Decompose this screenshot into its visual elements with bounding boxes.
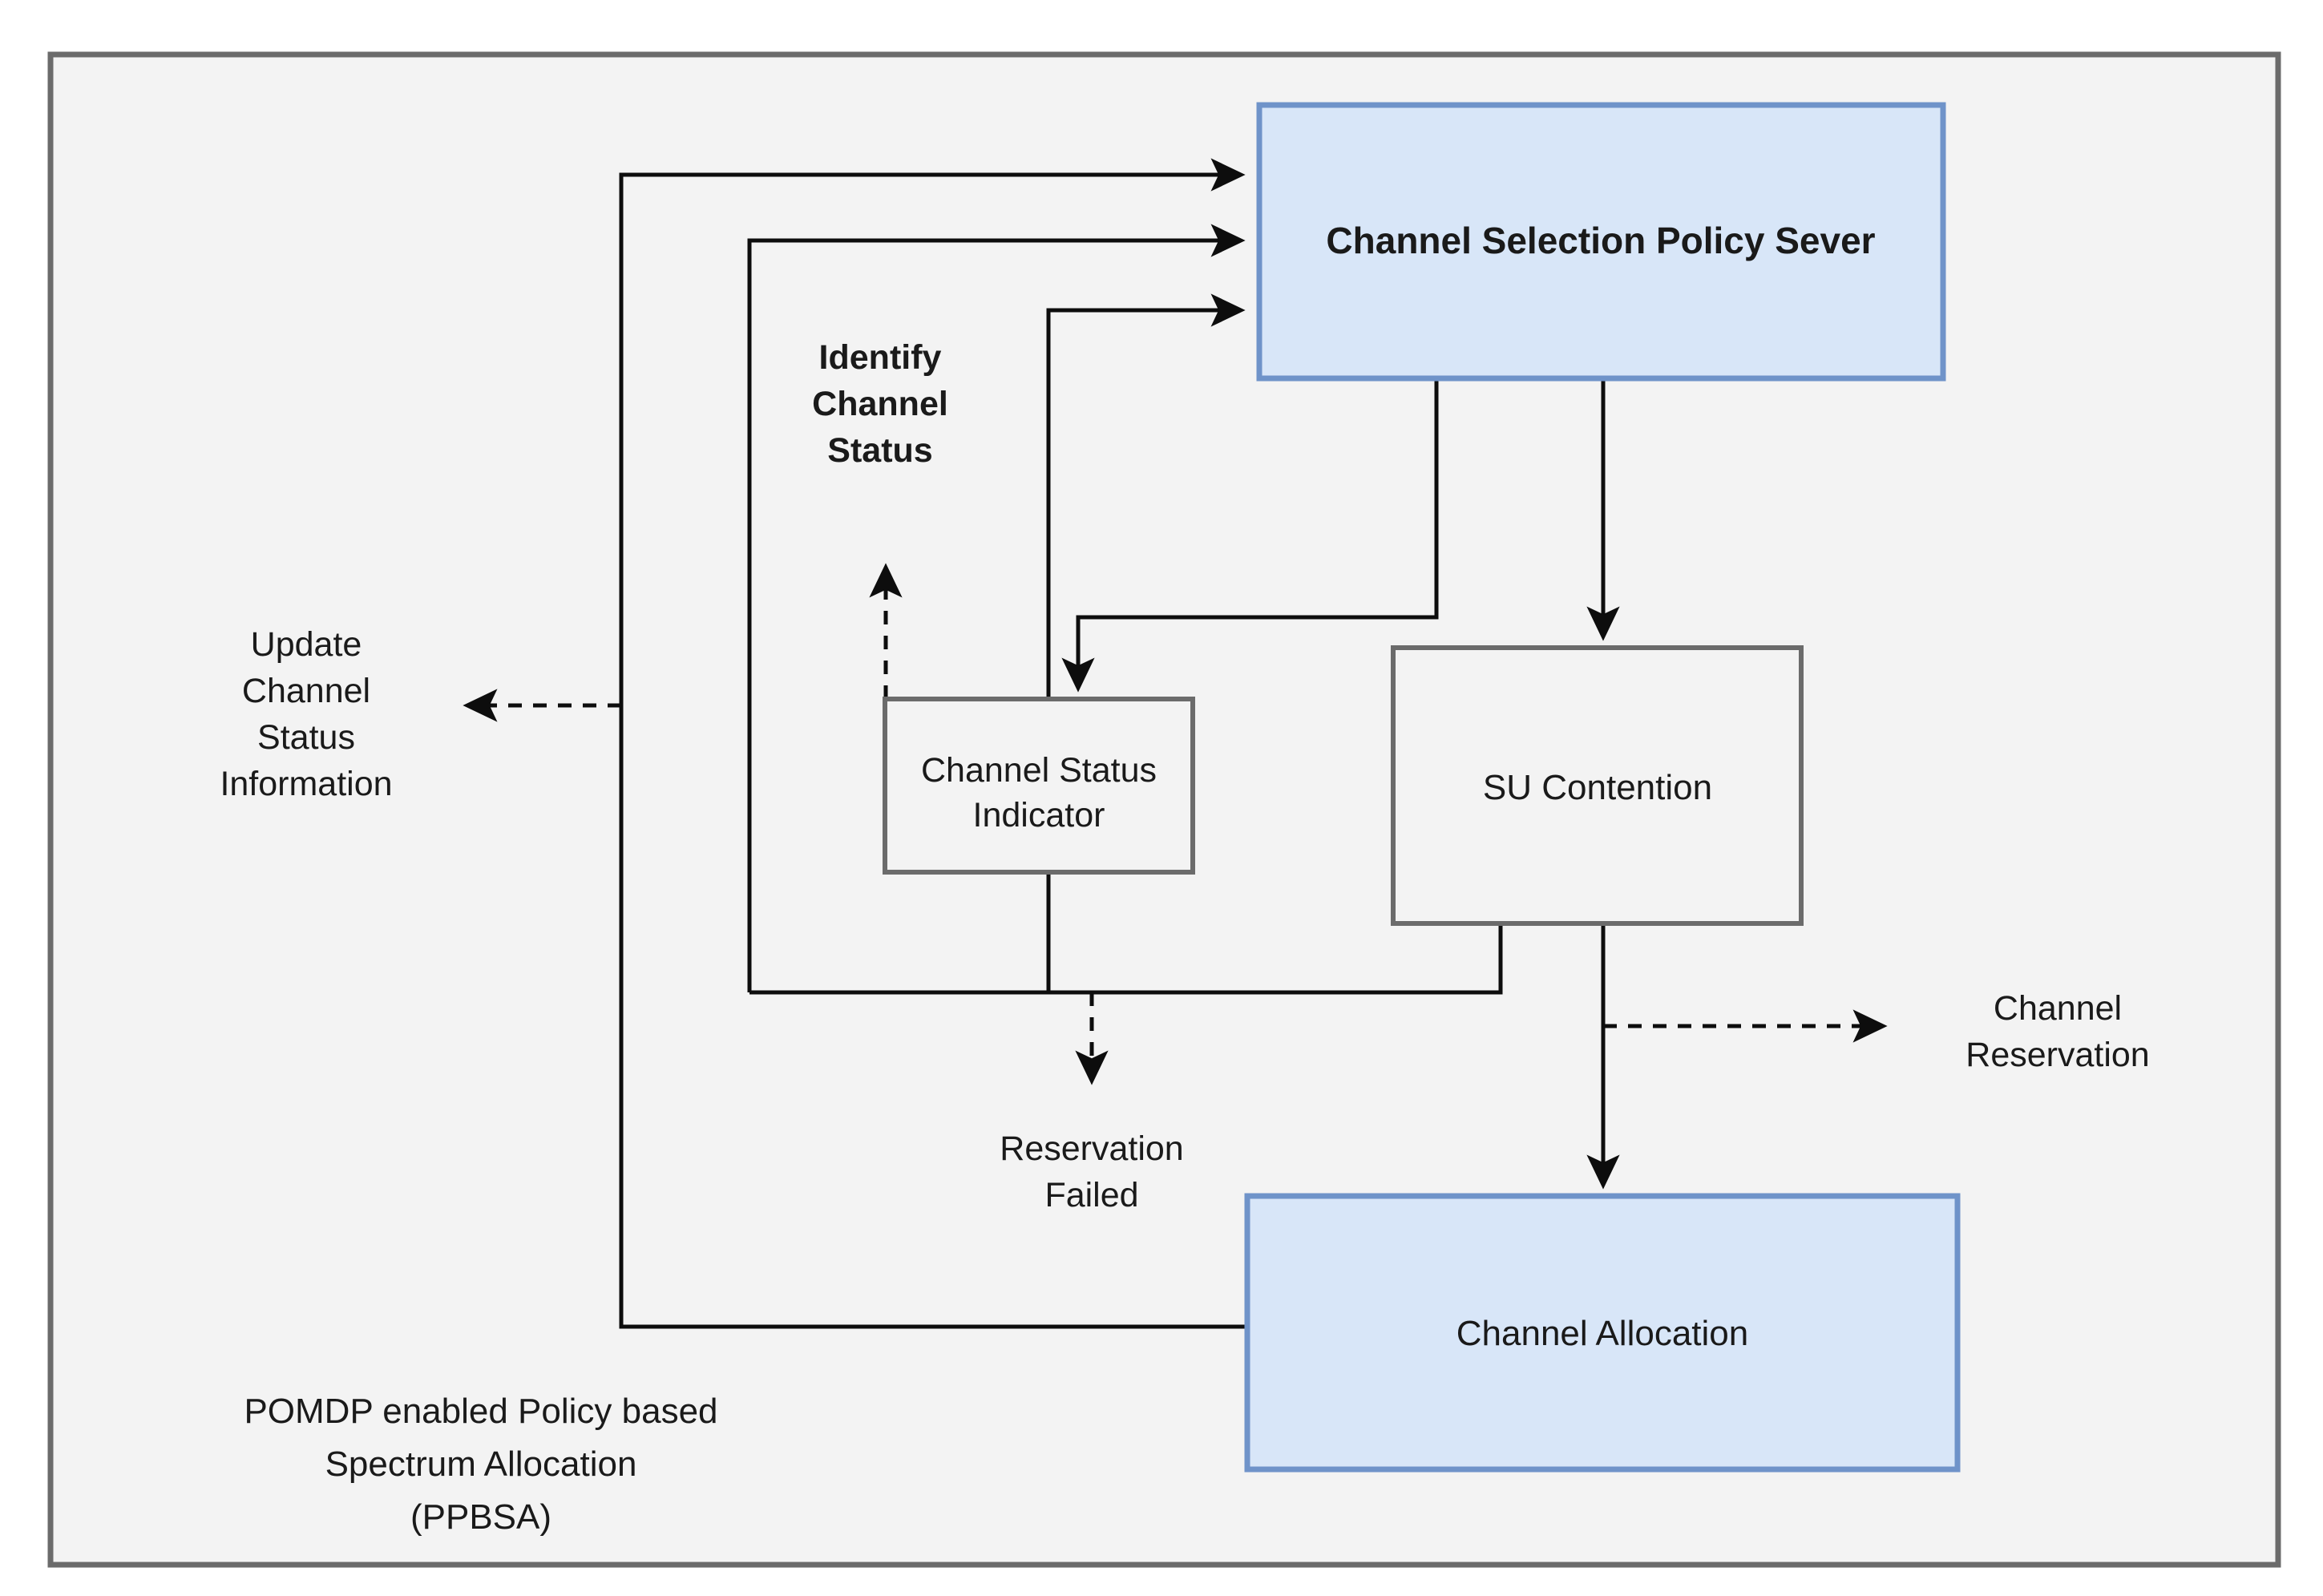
node-channel-selection-policy-sever[interactable]: Channel Selection Policy Sever xyxy=(1256,102,1946,382)
flow-label-line-2: Channel xyxy=(242,672,370,710)
node-label: SU Contention xyxy=(1483,768,1712,807)
flow-label-identify-channel-status: Identify Channel Status xyxy=(812,338,948,470)
node-channel-allocation[interactable]: Channel Allocation xyxy=(1244,1193,1961,1473)
flow-label-line-3: Status xyxy=(827,431,932,470)
flow-label-line-4: Information xyxy=(220,765,392,803)
connector-channel-allocation-to-policy-server xyxy=(619,158,1247,1329)
node-label-line-2: Indicator xyxy=(973,796,1105,834)
connector-channel-status-indicator-loop-to-policy-server xyxy=(747,224,1246,992)
node-su-contention[interactable]: SU Contention xyxy=(1391,645,1804,926)
node-box xyxy=(883,697,1195,875)
connector-layer-dashed xyxy=(463,563,1888,1085)
node-channel-status-indicator[interactable]: Channel Status Indicator xyxy=(883,697,1195,875)
caption-line-1: POMDP enabled Policy based xyxy=(244,1392,717,1431)
connector-su-contention-bottom-to-loop-bus xyxy=(749,923,1503,995)
flow-label-line-1: Reservation xyxy=(1000,1129,1183,1168)
node-label: Channel Selection Policy Sever xyxy=(1326,220,1875,261)
flow-label-line-1: Update xyxy=(251,625,362,664)
figure-caption: POMDP enabled Policy based Spectrum Allo… xyxy=(244,1392,717,1537)
flow-label-line-2: Reservation xyxy=(1965,1036,2149,1074)
flow-label-line-1: Channel xyxy=(1994,989,2122,1028)
connector-policy-server-to-channel-status-indicator xyxy=(1061,379,1439,693)
flow-label-line-2: Channel xyxy=(812,385,948,423)
flow-label-channel-reservation: Channel Reservation xyxy=(1965,989,2149,1074)
flow-label-update-channel-status-information: Update Channel Status Information xyxy=(220,625,392,803)
flow-label-line-1: Identify xyxy=(819,338,942,377)
node-box xyxy=(1256,102,1946,382)
flow-label-reservation-failed: Reservation Failed xyxy=(1000,1129,1183,1214)
caption-line-2: Spectrum Allocation xyxy=(325,1444,637,1484)
connector-layer-solid xyxy=(619,158,1620,1329)
node-box xyxy=(1244,1193,1961,1473)
node-box xyxy=(1391,645,1804,926)
node-label: Channel Allocation xyxy=(1456,1314,1748,1353)
flow-label-line-2: Failed xyxy=(1044,1176,1138,1214)
flow-label-line-3: Status xyxy=(257,718,355,757)
caption-line-3: (PPBSA) xyxy=(410,1497,551,1537)
node-label-line-1: Channel Status xyxy=(921,751,1157,790)
